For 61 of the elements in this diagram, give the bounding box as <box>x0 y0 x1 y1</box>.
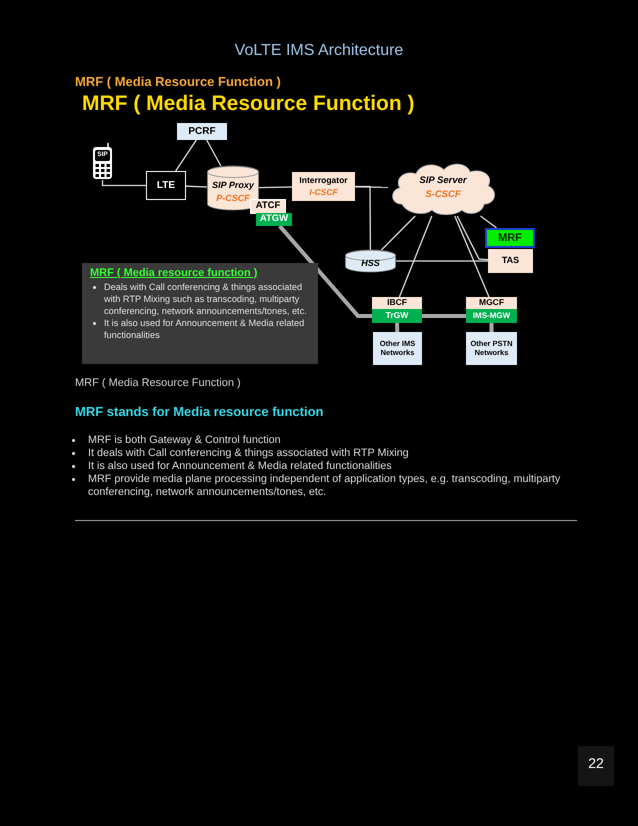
network-node-box <box>466 297 517 309</box>
network-node-box <box>485 228 535 248</box>
network-node-box <box>466 332 517 365</box>
page-number: 22 <box>578 746 614 786</box>
node-label: TAS <box>502 256 520 266</box>
section-heading: MRF ( Media Resource Function ) <box>75 74 281 89</box>
figure-caption: MRF ( Media Resource Function ) <box>75 377 241 389</box>
node-label: IBCF <box>387 298 407 308</box>
bullet-list-item: MRF provide media plane processing independent of application types, e.g. transcoding, multiparty conferencing, network announcements/tones, etc. <box>88 473 560 498</box>
connector-line <box>355 186 372 250</box>
bullet-list-item: It is also used for Announcement & Media related functionalities <box>88 460 392 472</box>
callout-text: Deals with Call conferencing & things associated with RTP Mixing such as transcoding, multiparty conferencing, network announcements/tones, etc. <box>104 282 307 316</box>
network-node-box <box>488 249 533 273</box>
connector-line <box>355 186 388 188</box>
connector-line <box>454 216 490 298</box>
network-node-box <box>372 309 422 323</box>
node-label: MRF <box>498 232 522 244</box>
thick-connector-line <box>490 323 494 332</box>
connector-line <box>102 180 146 186</box>
node-label: I-CSCF <box>309 188 338 198</box>
connector-line <box>456 216 488 260</box>
network-node-box <box>372 297 422 309</box>
node-label: P-CSCF <box>216 194 250 204</box>
thick-connector-line <box>395 322 400 332</box>
network-node-box <box>466 309 517 323</box>
connector-line <box>186 186 208 188</box>
network-node-box <box>373 332 422 365</box>
connector-line <box>396 260 488 262</box>
node-label: ATCF <box>256 201 280 212</box>
subheading: MRF stands for Media resource function <box>75 404 324 419</box>
node-label: HSS <box>361 258 380 268</box>
network-node-box <box>256 213 292 226</box>
network-node-box <box>146 171 186 200</box>
node-label: SIP Proxy <box>212 180 254 190</box>
node-label: S-CSCF <box>425 190 461 200</box>
node-label: Interrogator <box>299 176 348 185</box>
network-node-box <box>177 123 227 140</box>
connector-line <box>398 216 432 298</box>
callout-panel <box>82 263 318 364</box>
node-label: LTE <box>156 180 176 191</box>
connector-line <box>480 215 497 229</box>
node-label: IMS-MGW <box>472 312 510 320</box>
callout-text: It is also used for Announcement & Media related functionalities <box>104 318 304 340</box>
connector-line <box>206 140 222 166</box>
connector-line <box>258 186 292 188</box>
connector-line <box>380 216 416 250</box>
network-node-box <box>292 172 355 201</box>
callout-heading: MRF ( Media resource function ) <box>90 267 258 280</box>
large-heading: MRF ( Media Resource Function ) <box>82 92 415 116</box>
node-label: PCRF <box>188 126 216 137</box>
node-label: TrGW <box>386 311 408 321</box>
thick-connector-line <box>278 224 372 318</box>
page-header-title: VoLTE IMS Architecture <box>234 42 404 59</box>
bullet-list-item: MRF is both Gateway & Control function <box>88 434 281 446</box>
connector-line <box>175 140 197 172</box>
node-label: ATGW <box>260 214 288 225</box>
thick-connector-line <box>422 314 466 318</box>
node-label: SIP Server <box>419 176 467 186</box>
node-label: MGCF <box>478 298 504 308</box>
bullet-list-item: It deals with Call conferencing & things associated with RTP Mixing <box>88 447 409 459</box>
network-node-box <box>250 199 286 214</box>
